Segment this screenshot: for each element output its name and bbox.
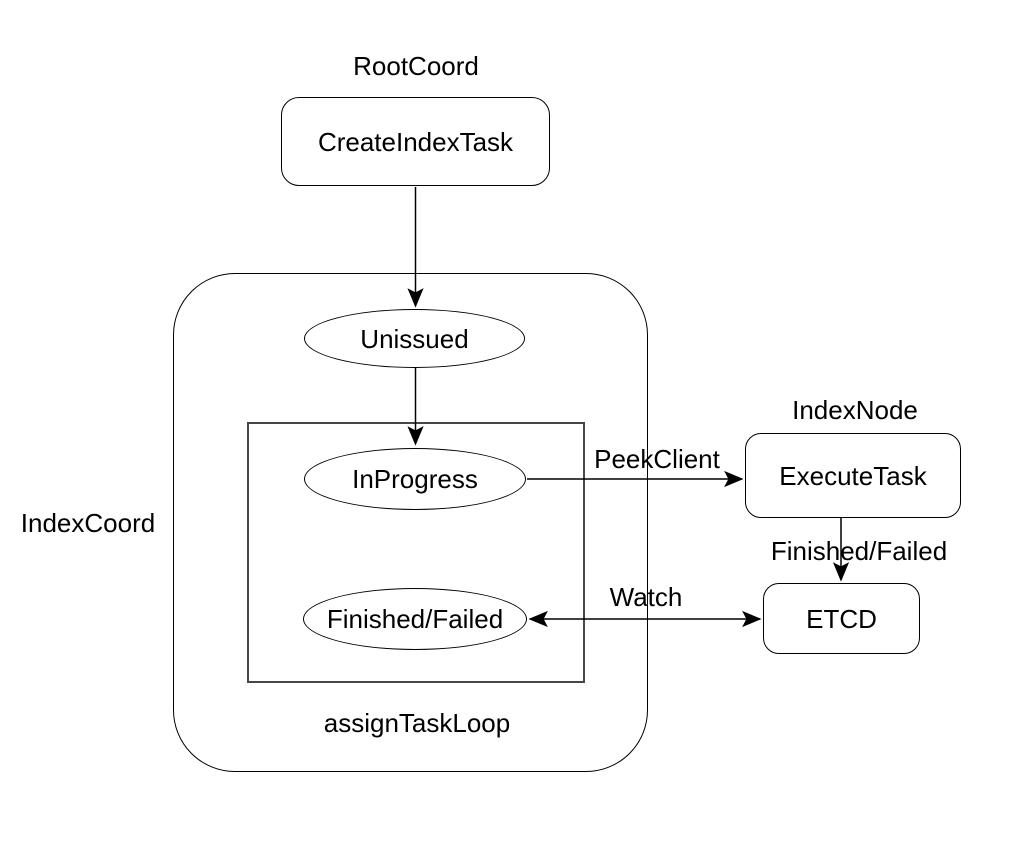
node-create-index-task: CreateIndexTask <box>281 97 550 186</box>
group-label-indexnode: IndexNode <box>792 395 918 425</box>
node-etcd-label: ETCD <box>806 603 877 634</box>
group-label-rootcoord: RootCoord <box>353 51 479 81</box>
node-create-index-task-label: CreateIndexTask <box>317 126 514 157</box>
state-unissued: Unissued <box>304 309 525 368</box>
edge-label-watch: Watch <box>609 582 683 612</box>
state-in-progress: InProgress <box>304 448 526 510</box>
node-execute-task: ExecuteTask <box>745 433 961 518</box>
state-in-progress-label: InProgress <box>352 464 478 494</box>
group-label-assigntaskloop: assignTaskLoop <box>323 708 511 738</box>
edge-label-peekclient: PeekClient <box>594 444 720 474</box>
group-label-indexcoord: IndexCoord <box>20 508 156 538</box>
node-execute-task-label: ExecuteTask <box>779 460 927 491</box>
state-finished-failed-label: Finished/Failed <box>326 604 504 634</box>
index-coord-container <box>173 273 648 772</box>
state-finished-failed: Finished/Failed <box>303 588 527 650</box>
state-unissued-label: Unissued <box>360 323 469 354</box>
node-etcd: ETCD <box>763 583 920 654</box>
edge-label-finished-failed: Finished/Failed <box>770 536 948 566</box>
